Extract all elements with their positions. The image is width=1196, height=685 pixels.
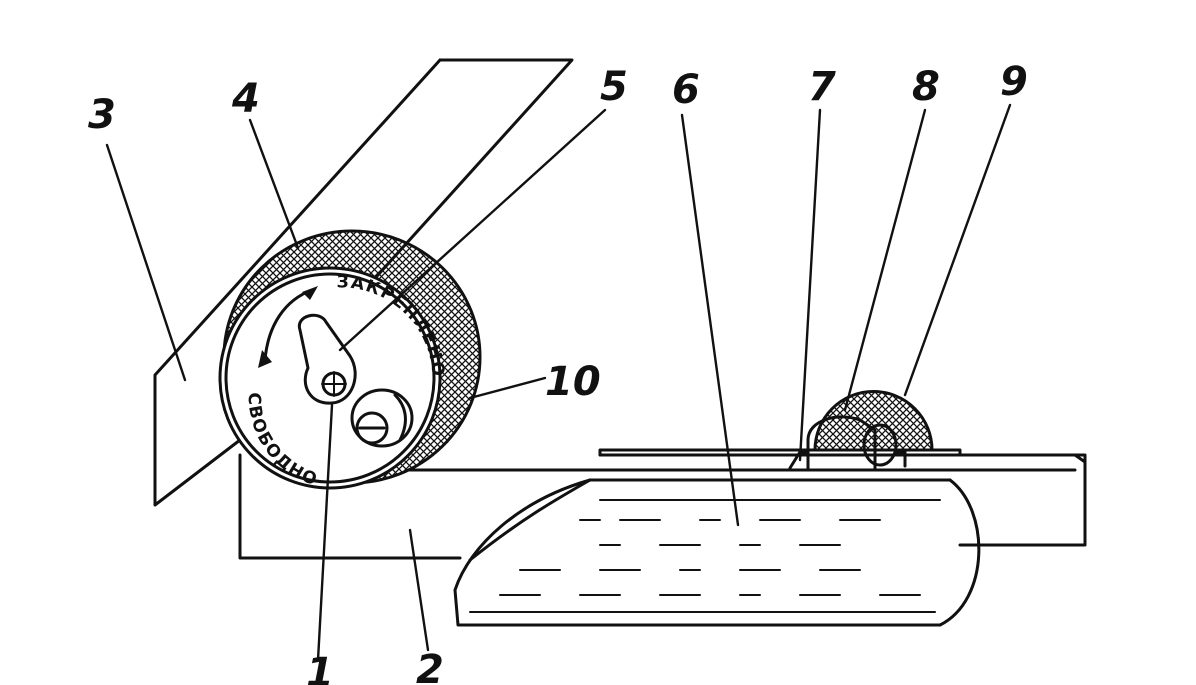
callout-3: 3 [88, 92, 116, 138]
leader-3 [105, 143, 187, 382]
leader-7 [798, 108, 822, 462]
leader-5 [338, 108, 607, 352]
leader-2 [408, 528, 430, 652]
callout-9: 9 [1000, 59, 1028, 105]
callout-5: 5 [600, 64, 628, 110]
base-body [238, 453, 1087, 560]
leader-lines [105, 103, 1012, 662]
leader-6 [680, 113, 740, 527]
lock-lever [297, 313, 357, 405]
leader-9 [903, 103, 1012, 397]
leader-10 [468, 376, 547, 400]
slide-rail [598, 448, 962, 457]
leader-8 [843, 108, 927, 412]
callout-6: 6 [672, 67, 700, 113]
callout-2: 2 [416, 647, 444, 685]
cylinder-hatching [469, 499, 941, 613]
callout-4: 4 [231, 76, 260, 122]
cylinder-workpiece [453, 478, 981, 627]
lock-screw [350, 388, 414, 448]
callout-7: 7 [808, 64, 836, 110]
roller-assembly [788, 390, 934, 470]
callout-10: 10 [545, 359, 601, 405]
callout-8: 8 [912, 64, 940, 110]
locking-knob: СВОБОДНО ЗАКРЕПЛЕНО [218, 229, 482, 490]
callout-1: 1 [306, 650, 334, 685]
leader-4 [248, 118, 300, 250]
callout-labels: 3 4 5 6 7 8 9 10 1 2 [88, 59, 1028, 685]
leader-1 [316, 403, 334, 662]
